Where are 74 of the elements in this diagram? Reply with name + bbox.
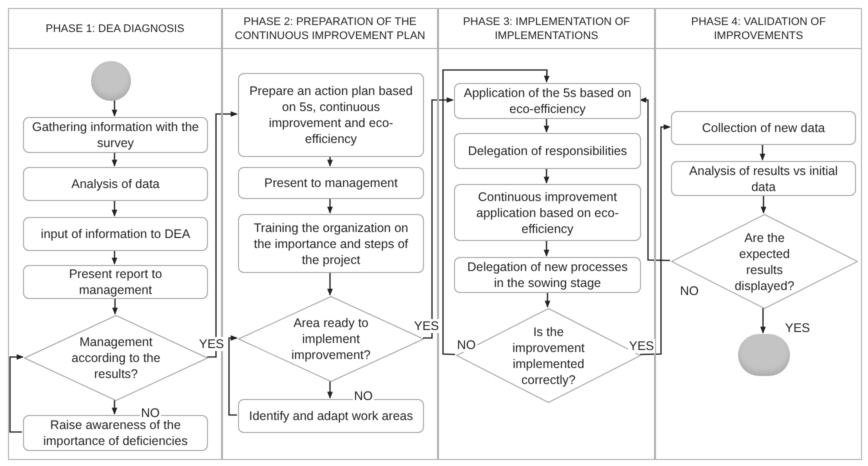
process-text: Gathering information with the survey: [32, 119, 199, 151]
phase-header: PHASE 3: IMPLEMENTATION OF IMPLEMENTATIONS: [439, 9, 654, 49]
process-box: [671, 111, 856, 145]
process-text: Present report to management: [68, 266, 164, 298]
process-box: [23, 265, 208, 299]
flow-arrow: [112, 200, 118, 217]
flow-arrow: [228, 335, 238, 416]
process-text: Analysis of data: [71, 176, 160, 192]
flow-arrow: [112, 152, 118, 167]
process-box: [671, 161, 856, 196]
process-text: Continuous improvement application based on eco-efficiency: [475, 188, 620, 236]
flow-arrow: [544, 168, 550, 184]
decision-text: Are the expected results displayed?: [734, 230, 796, 294]
phase-header: PHASE 1: DEA DIAGNOSIS: [9, 9, 221, 49]
process-box: [238, 73, 424, 157]
phase-column: [222, 8, 438, 460]
flow-arrow: [760, 144, 766, 161]
process-text: input of information to DEA: [40, 226, 190, 242]
process-text: Delegation of new processes in the sowing stage: [466, 259, 629, 291]
flow-arrow: [327, 381, 333, 399]
process-text: Raise awareness of the importance of deficiencies: [42, 418, 189, 449]
edge-label: NO: [456, 338, 477, 352]
decision-text: Area ready to implement improvement?: [290, 315, 372, 363]
flow-arrow: [327, 156, 333, 167]
flow-arrow: [639, 97, 670, 262]
process-box: [454, 133, 641, 169]
process-text: Delegation of responsibilities: [468, 143, 628, 159]
edge-label: NO: [353, 389, 374, 403]
process-text: Present to management: [264, 175, 398, 191]
phase-column: [655, 8, 862, 460]
decision-text: Is the improvement implemented correctly?: [511, 324, 586, 388]
phase-column: [8, 8, 222, 460]
edge-label: NO: [679, 284, 700, 298]
process-text: Analysis of results vs initial data: [688, 162, 839, 194]
process-box: [23, 117, 208, 153]
flow-arrow: [442, 69, 550, 356]
decision-diamond: [671, 214, 858, 309]
flow-arrow: [112, 298, 118, 315]
flow-arrow: [112, 400, 118, 415]
flow-arrow: [544, 292, 550, 308]
process-box: [238, 214, 424, 273]
process-text: Prepare an action plan based on 5s, continuous improvement and eco-efficiency: [248, 83, 414, 147]
flow-arrow: [112, 100, 118, 117]
flow-arrow: [112, 250, 118, 265]
phase-column: [438, 8, 655, 460]
edge-label: YES: [784, 321, 812, 335]
process-box: [23, 217, 208, 251]
process-box: [23, 167, 208, 201]
process-box: [454, 184, 641, 241]
flow-arrow: [9, 354, 24, 433]
process-box: [454, 257, 641, 293]
process-text: Collection of new data: [702, 120, 825, 136]
phase-header: PHASE 4: VALIDATION OF IMPROVEMENTS: [656, 9, 861, 49]
phase-header: PHASE 2: PREPARATION OF THE CONTINUOUS IMPROVEMENT PLAN: [223, 9, 437, 49]
process-text: Training the organization on the importance and steps of the project: [252, 220, 410, 268]
process-text: Application of the 5s based on eco-efficiency: [463, 85, 632, 117]
process-text: Identify and adapt work areas: [249, 408, 413, 424]
flow-arrow: [207, 111, 238, 358]
flow-arrow: [760, 195, 766, 214]
edge-label: NO: [140, 406, 161, 420]
process-box: [454, 83, 641, 119]
flow-arrow: [327, 198, 333, 214]
edge-label: YES: [628, 339, 656, 353]
flow-arrow: [640, 124, 671, 356]
flow-arrow: [544, 118, 550, 133]
edge-label: YES: [198, 337, 226, 351]
process-box: [238, 167, 424, 199]
process-box: [238, 399, 424, 433]
flow-arrow: [423, 97, 454, 339]
flow-arrow: [327, 272, 333, 296]
decision-text: Management according to the results?: [70, 334, 162, 382]
edge-label: YES: [413, 319, 440, 333]
flow-arrow: [544, 240, 550, 257]
flow-arrow: [760, 308, 766, 334]
